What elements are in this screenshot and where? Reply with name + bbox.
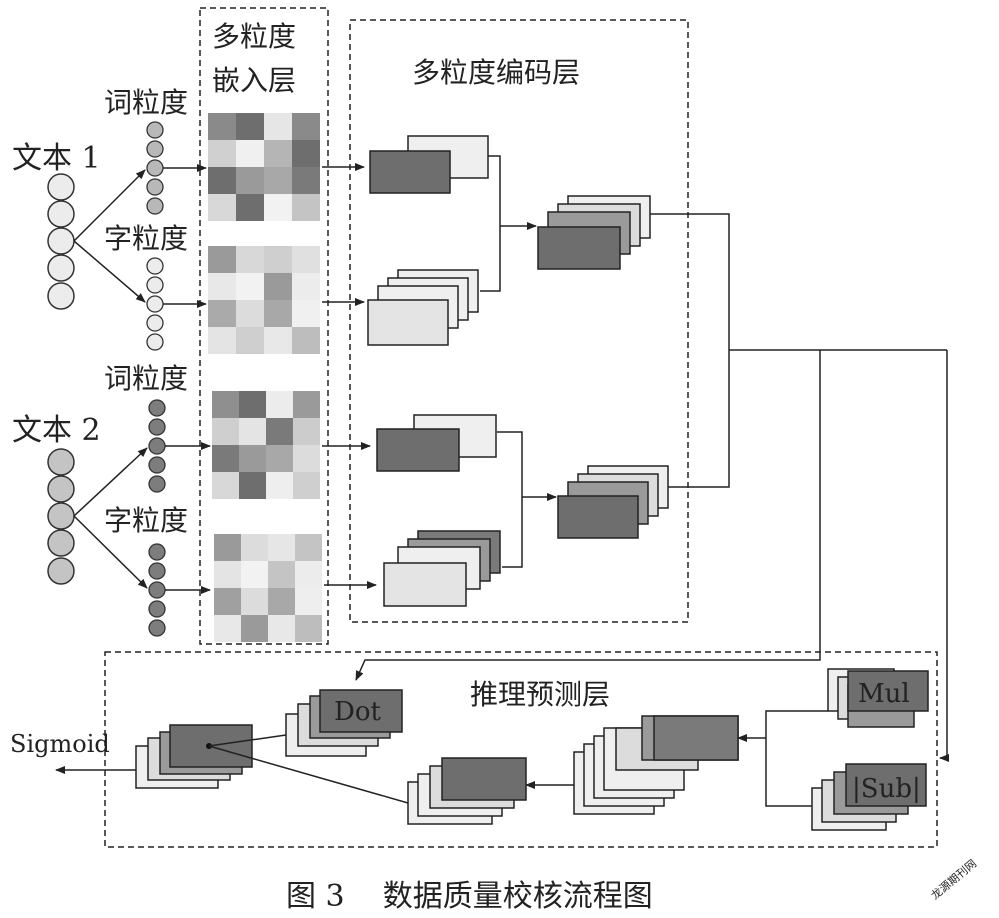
encoding-connectors [480,155,557,568]
embedding-layer-box [199,7,329,645]
text1-label: 文本 1 [12,141,101,176]
sub-label: |Sub| [852,774,921,804]
output-connectors [355,213,949,762]
sub-block [811,763,927,831]
word-granularity-label-2: 词粒度 [104,362,188,395]
embedding-layer-title-2: 嵌入层 [212,64,296,97]
embedding-layer-title-1: 多粒度 [212,20,296,53]
inference-layer-box [104,651,938,848]
word-tokens-1 [146,121,164,215]
inference-layer-title: 推理预测层 [470,678,610,711]
char-tokens-2 [148,543,166,637]
embedding-matrix-2 [208,246,320,354]
char-granularity-label-1: 字粒度 [104,222,188,255]
dot-block [285,689,403,757]
inference-stack-2 [407,757,527,825]
embedding-matrix-4 [214,534,322,642]
encoder-block-b [367,269,479,346]
figure-caption: 图 3 数据质量校核流程图 [286,879,653,914]
inference-merge-connector [737,710,828,807]
char-granularity-label-2: 字粒度 [104,504,188,537]
encoding-layer-title: 多粒度编码层 [412,56,580,89]
encoder-block-c [537,195,651,270]
encoder-block-d [376,414,497,472]
text2-circles [47,448,75,585]
embedding-to-encoding-arrows [322,163,377,589]
text2-label: 文本 2 [12,413,101,448]
embedding-matrix-3 [212,391,320,499]
word-granularity-label-1: 词粒度 [104,86,188,119]
char-tokens-1 [146,257,164,351]
text1-circles [47,173,75,310]
dot-label: Dot [334,697,381,727]
output-block [135,724,253,789]
mul-label: Mul [858,679,910,709]
word-tokens-2 [148,399,166,493]
mul-block [827,668,929,728]
merge-lines [208,734,409,804]
embedding-matrix-1 [208,113,320,221]
encoder-block-e [383,530,501,607]
encoder-block-f [557,465,669,539]
input-branch-arrows [73,164,211,594]
inference-stack-1 [573,715,739,815]
sigmoid-label: Sigmoid [10,730,110,758]
watermark: 龙源期刊网 [928,856,979,902]
encoder-block-a [369,135,489,194]
